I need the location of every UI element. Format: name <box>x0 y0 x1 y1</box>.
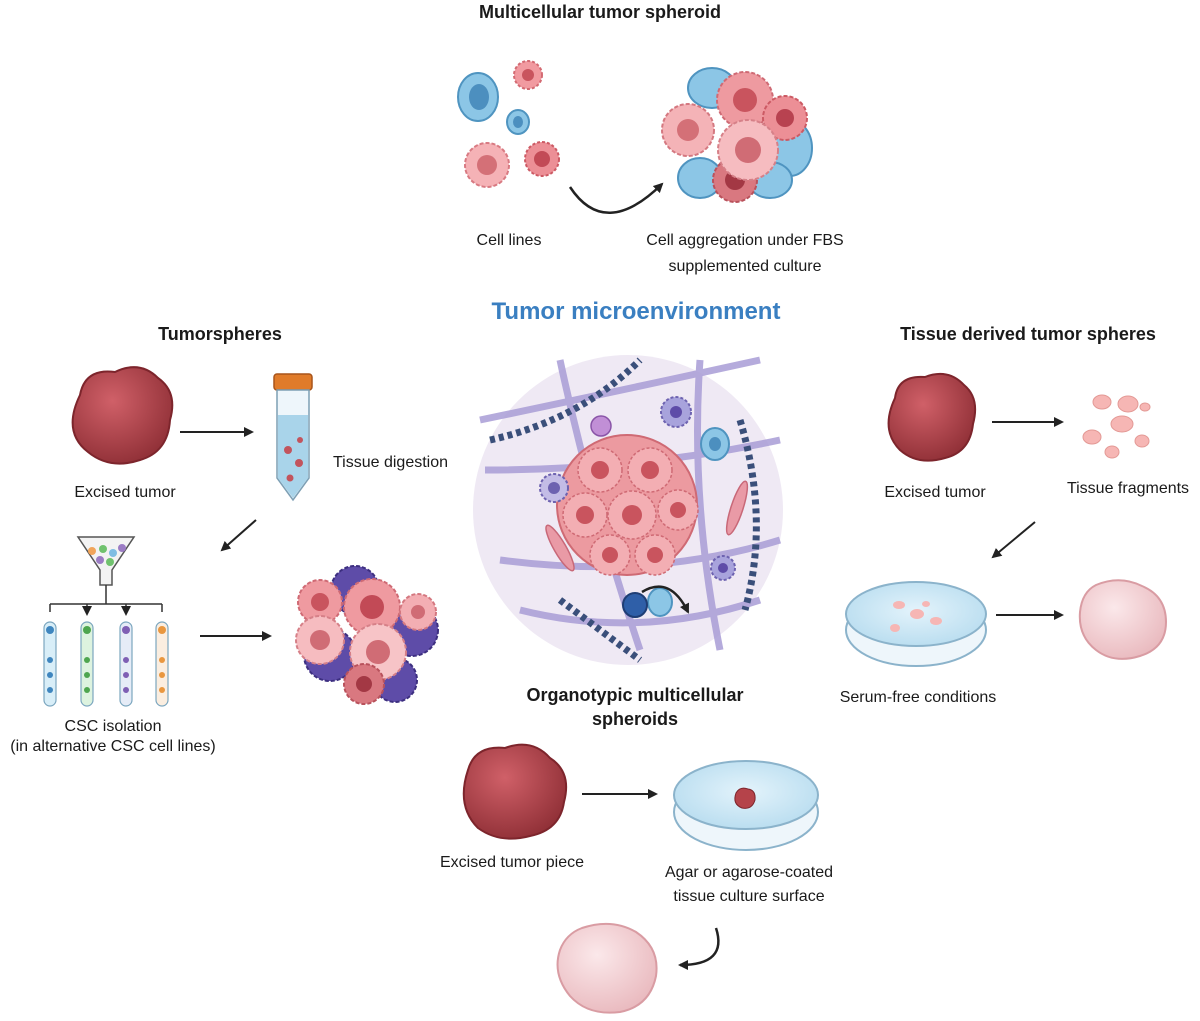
aggregate-spheroid <box>661 67 813 203</box>
label-csc-1: CSC isolation <box>64 718 162 735</box>
title-organotypic-2: spheroids <box>591 709 679 729</box>
excised-tumor-right <box>887 372 977 462</box>
title-tumorspheres: Tumorspheres <box>158 324 282 344</box>
cell-lines-group <box>457 60 560 188</box>
blue-cell-nucleus <box>469 84 489 110</box>
tissue-fragments <box>1082 394 1151 459</box>
label-agar-2: tissue culture surface <box>673 888 825 905</box>
title-tissue-derived: Tissue derived tumor spheres <box>900 324 1156 344</box>
excised-tumor-piece <box>462 743 568 840</box>
csc-tubes <box>43 621 169 707</box>
excised-tumor-left <box>71 366 174 465</box>
title-organotypic-1: Organotypic multicellular <box>526 685 744 705</box>
centrifuge-tube <box>273 373 313 502</box>
label-serum-free: Serum-free conditions <box>839 689 997 706</box>
label-agar-1: Agar or agarose-coated <box>664 864 834 881</box>
tumorsphere-cluster <box>295 565 439 705</box>
label-tissue-digestion: Tissue digestion <box>332 454 449 471</box>
curved-arrow-top <box>568 182 664 214</box>
label-aggregation-1: Cell aggregation under FBS <box>646 232 844 249</box>
label-excised-tumor-left: Excised tumor <box>74 484 176 501</box>
curved-arrow-bottom <box>678 927 720 970</box>
agar-dish <box>673 760 819 851</box>
title-multicellular: Multicellular tumor spheroid <box>478 2 722 22</box>
central-tumor-mass <box>556 434 699 576</box>
organotypic-spheroid <box>556 922 658 1014</box>
label-csc-2: (in alternative CSC cell lines) <box>10 738 216 755</box>
label-excised-tumor-right: Excised tumor <box>884 484 986 501</box>
petri-dish-right <box>845 581 987 667</box>
tissue-derived-spheroid <box>1078 579 1168 660</box>
arrow-tube-to-funnel <box>220 519 257 552</box>
label-aggregation-2: supplemented culture <box>668 258 822 275</box>
title-microenvironment: Tumor microenvironment <box>491 298 781 325</box>
label-cell-lines: Cell lines <box>476 232 542 249</box>
microenvironment-circle <box>473 355 783 665</box>
csc-sorting-funnel <box>49 536 163 616</box>
label-excised-piece: Excised tumor piece <box>439 854 585 871</box>
label-tissue-fragments: Tissue fragments <box>1066 480 1190 497</box>
arrow-fragments-to-dish <box>991 521 1036 559</box>
